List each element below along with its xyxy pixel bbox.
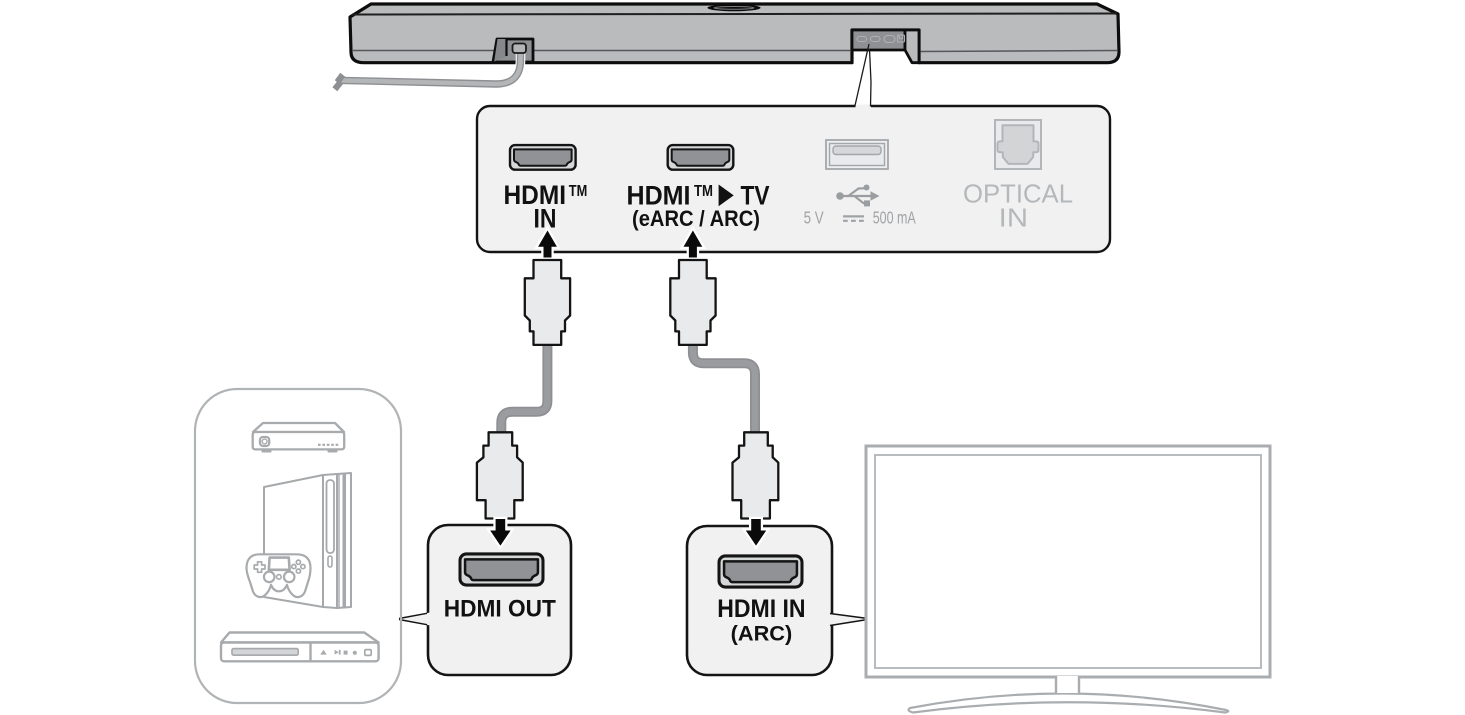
svg-text:HDMI OUT: HDMI OUT: [444, 596, 556, 623]
svg-text:TV: TV: [741, 181, 770, 211]
svg-text:500 mA: 500 mA: [873, 208, 916, 228]
svg-text:HDMI IN: HDMI IN: [717, 595, 805, 623]
svg-text:IN: IN: [999, 205, 1028, 233]
svg-text:HDMI: HDMI: [504, 180, 567, 210]
svg-text:5 V: 5 V: [804, 208, 824, 228]
svg-text:(ARC): (ARC): [731, 622, 793, 646]
svg-text:(eARC / ARC): (eARC / ARC): [632, 206, 760, 231]
svg-text:IN: IN: [534, 204, 557, 234]
svg-text:OPTICAL: OPTICAL: [963, 180, 1073, 208]
svg-text:TM: TM: [694, 183, 713, 200]
svg-text:TM: TM: [569, 183, 588, 200]
svg-text:HDMI: HDMI: [627, 181, 691, 211]
